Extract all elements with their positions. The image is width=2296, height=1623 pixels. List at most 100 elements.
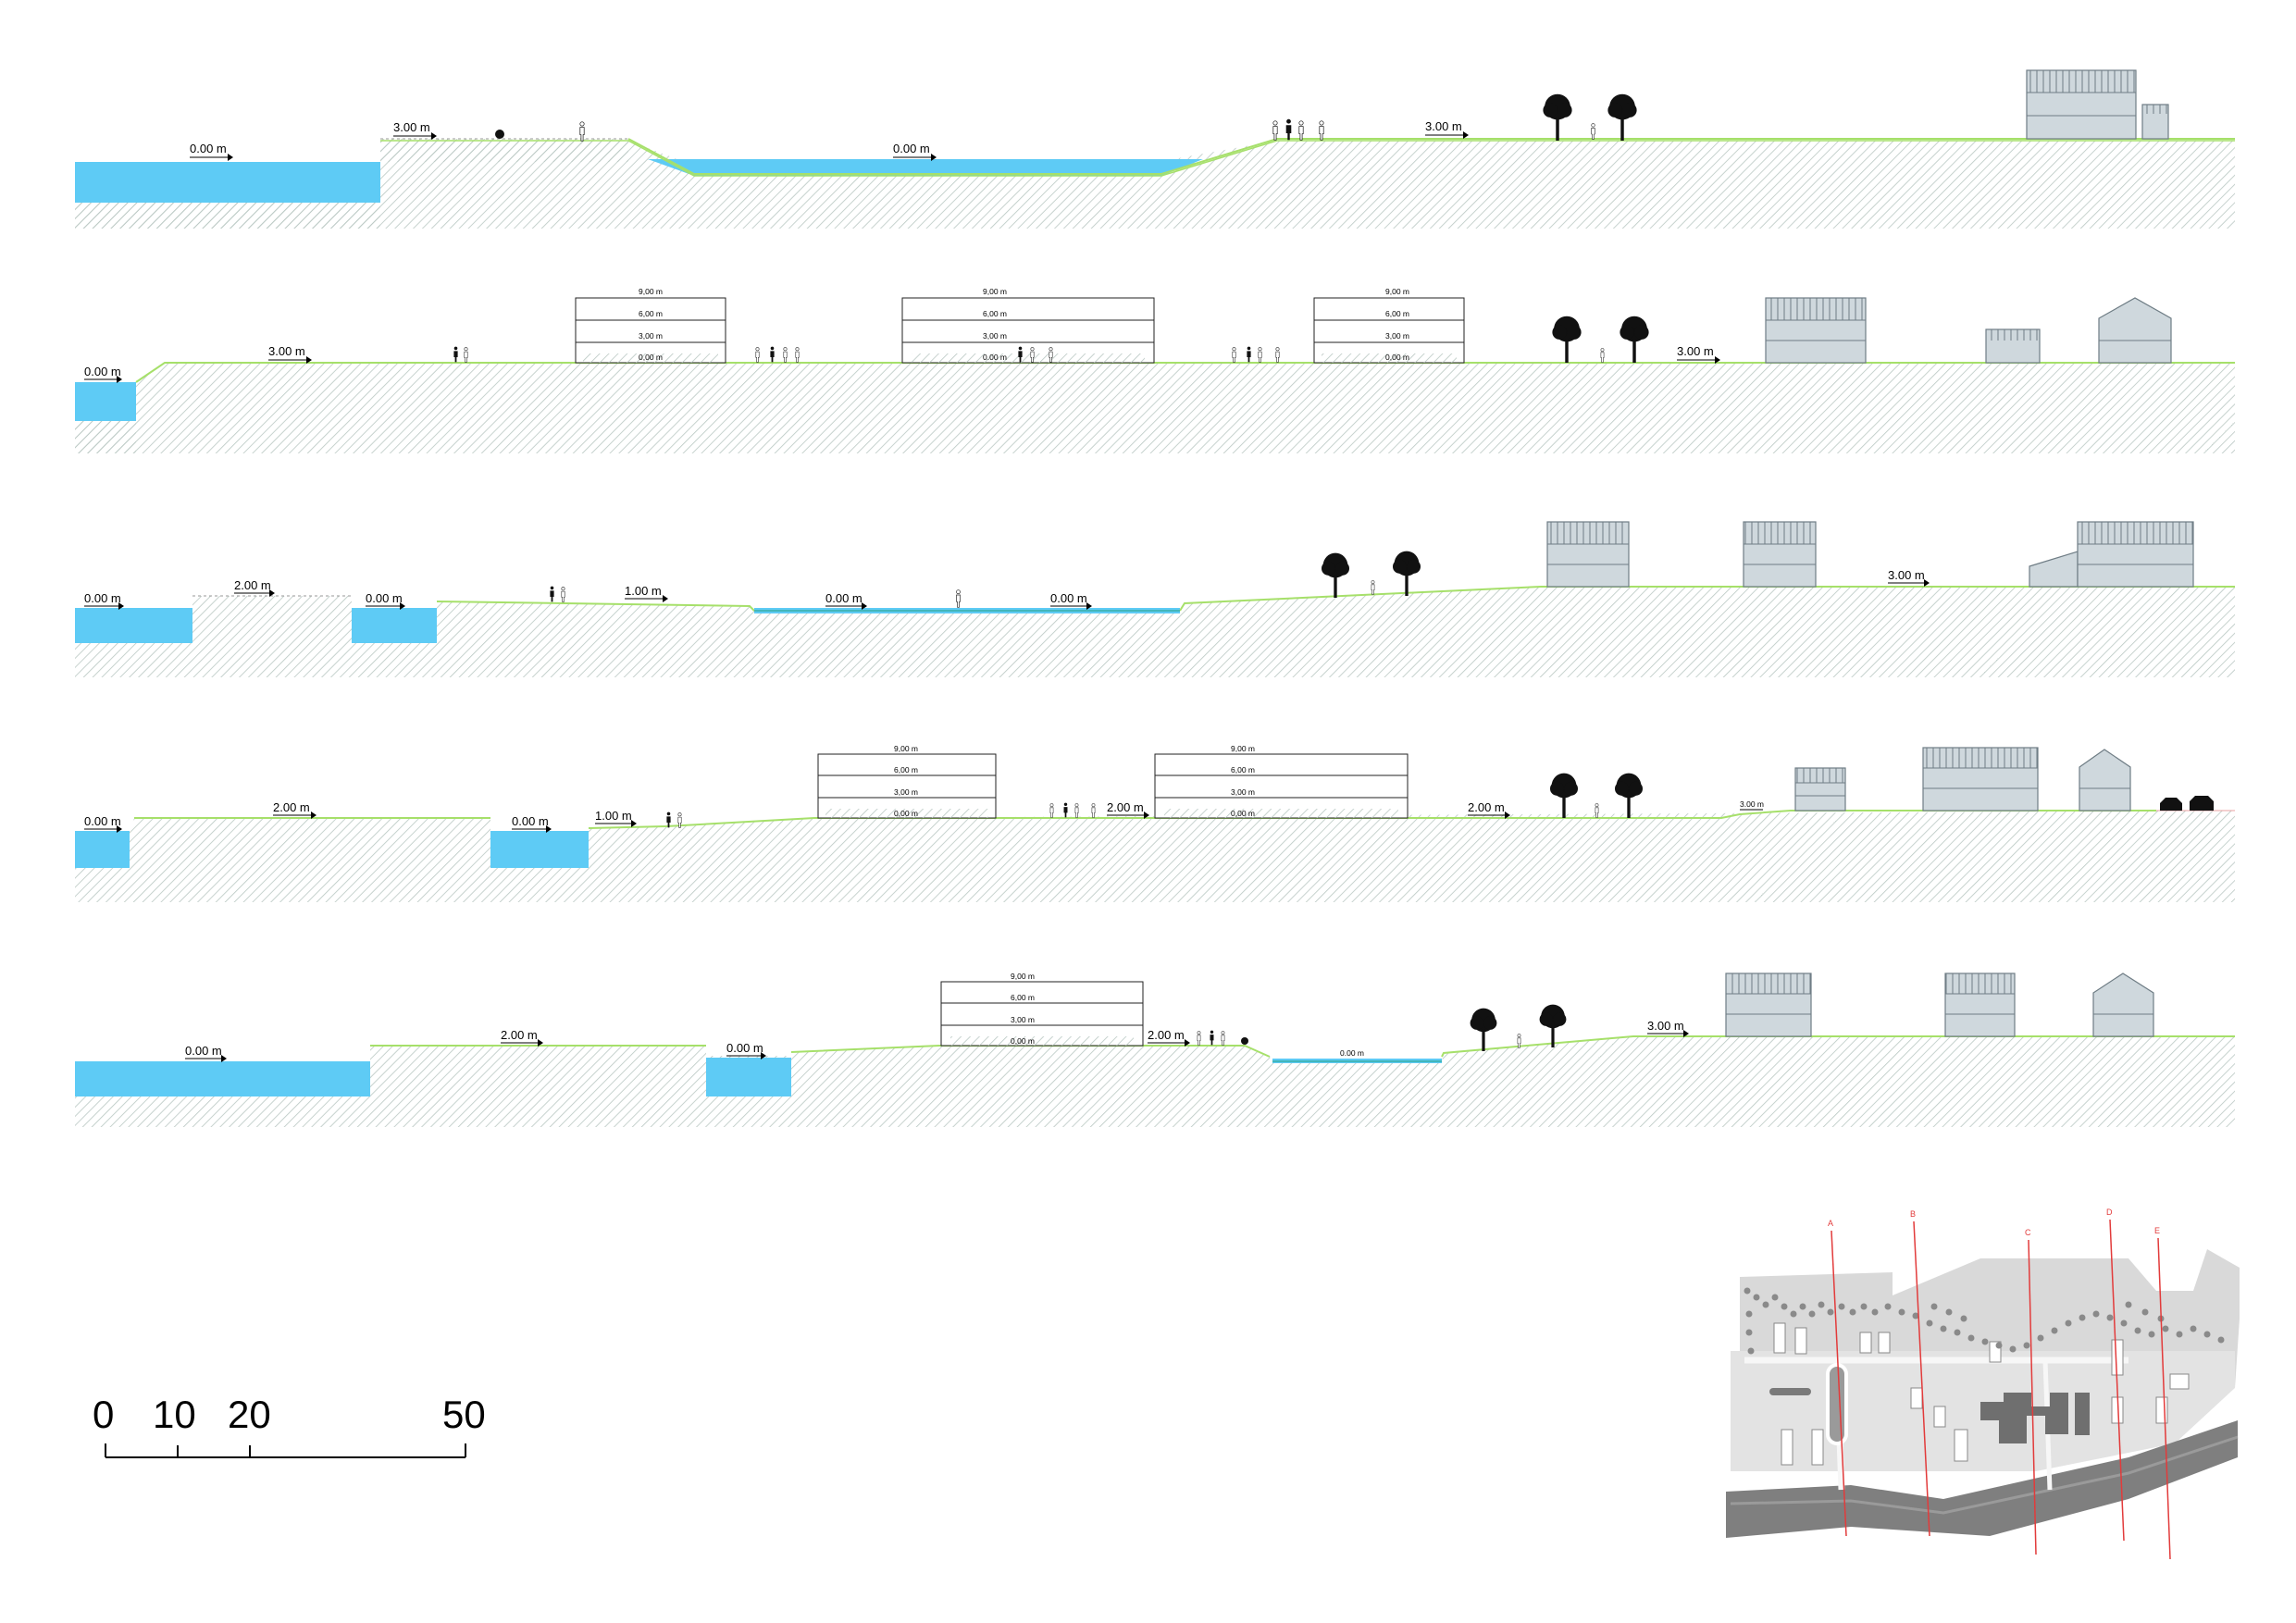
person-icon	[755, 347, 760, 363]
level-marker: 0.00 m	[366, 591, 405, 610]
pavilion-building: 9,00 m 6,00 m 3,00 m 0,00 m	[575, 287, 726, 364]
section-line-e: E	[2154, 1226, 2171, 1560]
person-icon	[1197, 1031, 1201, 1046]
level-marker: 2.00 m	[1148, 1028, 1190, 1047]
level-label: 3.00 m	[1740, 799, 1764, 809]
level-marker: 3.00 m	[1677, 344, 1720, 364]
scale-bar: 0 10 20 50	[93, 1393, 486, 1458]
person-icon	[1091, 803, 1096, 818]
floor-label: 9,00 m	[1011, 972, 1035, 981]
house-building	[1922, 747, 2039, 812]
section-letter: C	[2025, 1228, 2031, 1237]
scale-tick-label: 0	[93, 1393, 114, 1436]
floor-label: 0.00 m	[983, 353, 1007, 362]
person-icon	[1600, 348, 1605, 363]
person-icon	[1258, 347, 1262, 363]
level-label: 0.00 m	[1340, 1048, 1364, 1058]
level-marker: 3.00 m	[1425, 119, 1469, 139]
pavilion-building: 9,00 m 6,00 m 3,00 m 0,00 m	[1154, 744, 1409, 819]
person-icon	[550, 586, 554, 602]
ground-hatch	[75, 587, 2235, 677]
level-label: 2.00 m	[1148, 1028, 1185, 1042]
gable-house	[2098, 297, 2172, 364]
section-5: 0.00 m 2.00 m 0.00 m 2.00 m 0.00 m 3.00 …	[75, 972, 2235, 1127]
floor-label: 3,00 m	[1231, 787, 1255, 797]
small-building	[1985, 328, 2041, 364]
ground-hatch	[75, 1036, 2235, 1127]
pavilion-building: 9,00 m 6,00 m 3,00 m 0,00 m	[1313, 287, 1465, 364]
level-label: 2.00 m	[1468, 800, 1505, 814]
river-water	[706, 1058, 791, 1096]
level-marker: 1.00 m	[595, 809, 637, 827]
person-icon	[1210, 1030, 1214, 1046]
floor-label: 6,00 m	[1385, 309, 1409, 318]
floor-label: 9,00 m	[639, 287, 663, 296]
floor-label: 0,00 m	[1385, 353, 1409, 362]
tree-icon	[1322, 552, 1349, 598]
ground-hatch	[75, 811, 2235, 902]
level-label: 2.00 m	[234, 578, 271, 592]
floor-label: 3,00 m	[983, 331, 1007, 341]
gable-house	[2092, 973, 2154, 1037]
section-line-c: C	[2025, 1228, 2037, 1555]
person-icon	[956, 589, 961, 608]
person-icon	[453, 346, 458, 363]
level-marker: 0.00 m	[84, 814, 122, 833]
level-marker: 0.00 m	[512, 814, 552, 833]
pavilion-building: 9,00 m 6,00 m 3,00 m 0.00 m	[901, 287, 1155, 364]
key-map: A B C D E	[1726, 1208, 2240, 1560]
level-marker: 2.00 m	[1107, 800, 1149, 819]
level-marker: 1.00 m	[625, 584, 668, 602]
river-water	[75, 831, 130, 868]
cyclist-icon	[495, 130, 504, 139]
level-marker: 0.00 m	[726, 1041, 766, 1059]
floor-label: 3,00 m	[1011, 1015, 1035, 1024]
level-label: 3.00 m	[393, 120, 430, 134]
section-line-b: B	[1910, 1209, 1930, 1537]
floor-label: 9,00 m	[983, 287, 1007, 296]
floor-label: 9,00 m	[1385, 287, 1409, 296]
scale-tick-label: 50	[442, 1393, 486, 1436]
level-marker: 0.00 m	[1050, 591, 1092, 610]
house-building	[1546, 521, 1630, 588]
section-3: 0.00 m 2.00 m 0.00 m 1.00 m 0.00 m 0.00 …	[75, 521, 2235, 677]
car-icon	[2160, 798, 2182, 811]
house-building	[1743, 521, 1817, 588]
river-water	[75, 1061, 370, 1096]
section-letter: A	[1828, 1219, 1833, 1228]
level-marker: 2.00 m	[1468, 800, 1510, 819]
section-letter: D	[2106, 1208, 2113, 1217]
house-building	[1765, 297, 1867, 364]
level-marker: 0.00 m	[185, 1044, 227, 1062]
floor-label: 6,00 m	[1231, 765, 1255, 774]
floor-label: 0,00 m	[639, 353, 663, 362]
level-label: 2.00 m	[1107, 800, 1144, 814]
floor-label: 6,00 m	[983, 309, 1007, 318]
tree-icon	[1393, 551, 1421, 596]
floor-label: 9,00 m	[894, 744, 918, 753]
tree-icon	[1552, 316, 1582, 363]
level-marker: 3.00 m	[393, 120, 437, 140]
level-label: 0.00 m	[726, 1041, 763, 1055]
section-line-a: A	[1828, 1219, 1847, 1537]
level-marker: 2.00 m	[273, 800, 316, 819]
pavilion-building: 9,00 m 6,00 m 3,00 m 0,00 m	[940, 972, 1144, 1047]
level-marker: 3.00 m	[268, 344, 312, 364]
house-building	[1794, 767, 1846, 812]
level-label: 3.00 m	[268, 344, 305, 358]
tree-icon	[1470, 1008, 1497, 1051]
river-water	[490, 831, 589, 868]
level-marker: 3.00 m	[1740, 799, 1764, 811]
scale-tick-label: 20	[228, 1393, 271, 1436]
tree-icon	[1539, 1004, 1567, 1047]
person-icon	[1063, 802, 1068, 818]
level-label: 0.00 m	[84, 365, 121, 378]
level-label: 3.00 m	[1888, 568, 1925, 582]
floor-label: 3,00 m	[894, 787, 918, 797]
level-label: 0.00 m	[190, 142, 227, 155]
floor-label: 6,00 m	[1011, 993, 1035, 1002]
tree-icon	[1550, 773, 1578, 818]
tree-icon	[1620, 316, 1649, 363]
section-letter: E	[2154, 1226, 2160, 1235]
